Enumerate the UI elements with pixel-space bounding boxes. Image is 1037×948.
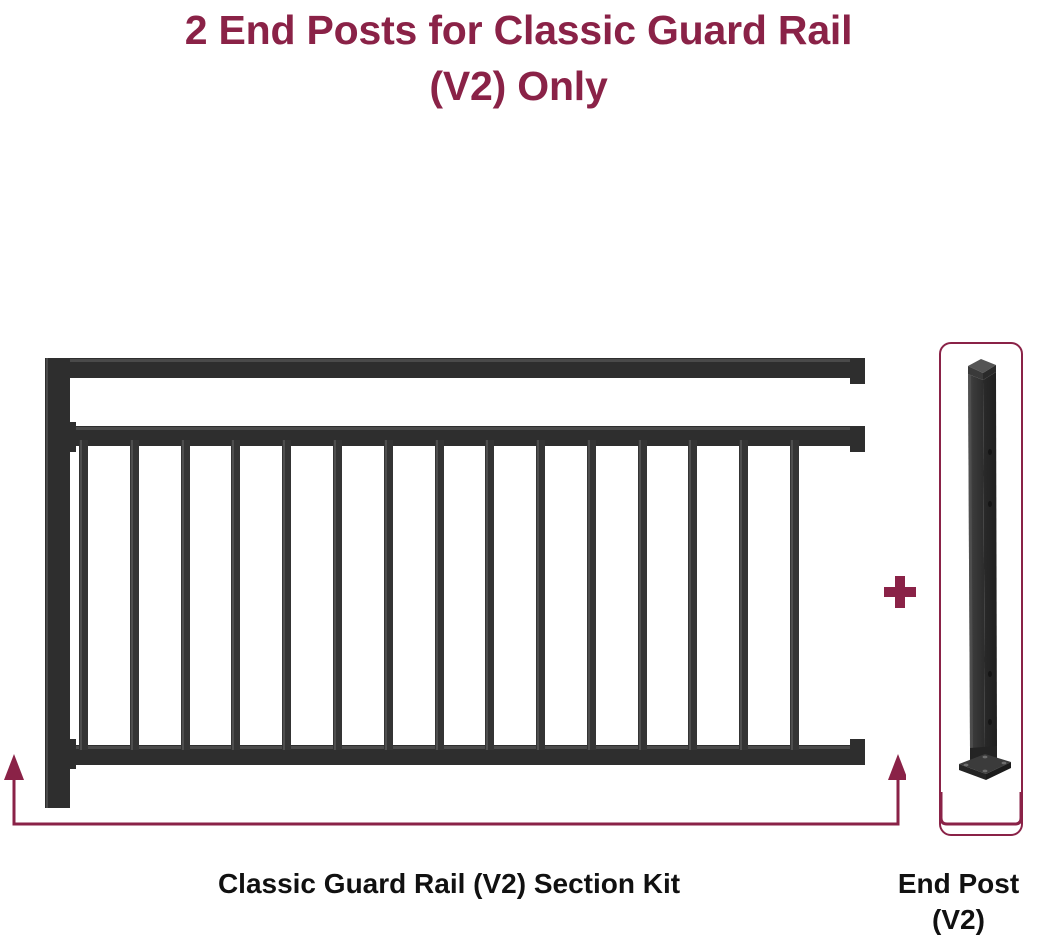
baluster bbox=[332, 440, 342, 750]
baluster bbox=[434, 440, 444, 750]
left-component-caption: Classic Guard Rail (V2) Section Kit bbox=[217, 868, 681, 899]
end-post-illustration bbox=[959, 359, 1011, 780]
baluster bbox=[485, 440, 495, 750]
bottom-rail bbox=[45, 745, 865, 765]
baluster bbox=[282, 440, 292, 750]
page-title: 2 End Posts for Classic Guard Rail (V2) … bbox=[0, 0, 1037, 114]
baluster bbox=[129, 440, 139, 750]
right-component-caption-line-2: (V2) bbox=[932, 904, 985, 935]
right-component-caption: End Post (V2) bbox=[880, 866, 1037, 938]
bottom-rail-end-cap bbox=[850, 739, 865, 765]
section-left-post bbox=[45, 358, 70, 808]
baluster bbox=[536, 440, 546, 750]
page-title-line-2: (V2) Only bbox=[429, 63, 608, 109]
baluster bbox=[586, 440, 596, 750]
baluster bbox=[180, 440, 190, 750]
baluster bbox=[637, 440, 647, 750]
right-component-caption-line-1: End Post bbox=[897, 868, 1020, 899]
guard-rail-section-illustration bbox=[0, 330, 880, 820]
arrow-up-icon bbox=[888, 754, 906, 780]
lower-rail-bracket bbox=[67, 739, 76, 769]
baluster bbox=[688, 440, 698, 750]
upper-rail-bracket bbox=[67, 422, 76, 452]
baluster bbox=[739, 440, 749, 750]
page-title-line-1: 2 End Posts for Classic Guard Rail bbox=[184, 7, 853, 53]
baluster bbox=[383, 440, 393, 750]
baluster bbox=[790, 440, 799, 750]
end-post-highlight-box bbox=[939, 342, 1023, 836]
upper-rail-end-cap bbox=[850, 426, 865, 452]
baluster bbox=[231, 440, 241, 750]
top-rail-end-cap bbox=[850, 358, 865, 384]
top-rail bbox=[45, 358, 865, 378]
baluster bbox=[79, 440, 88, 750]
plus-icon bbox=[884, 576, 916, 608]
upper-rail bbox=[45, 426, 865, 446]
